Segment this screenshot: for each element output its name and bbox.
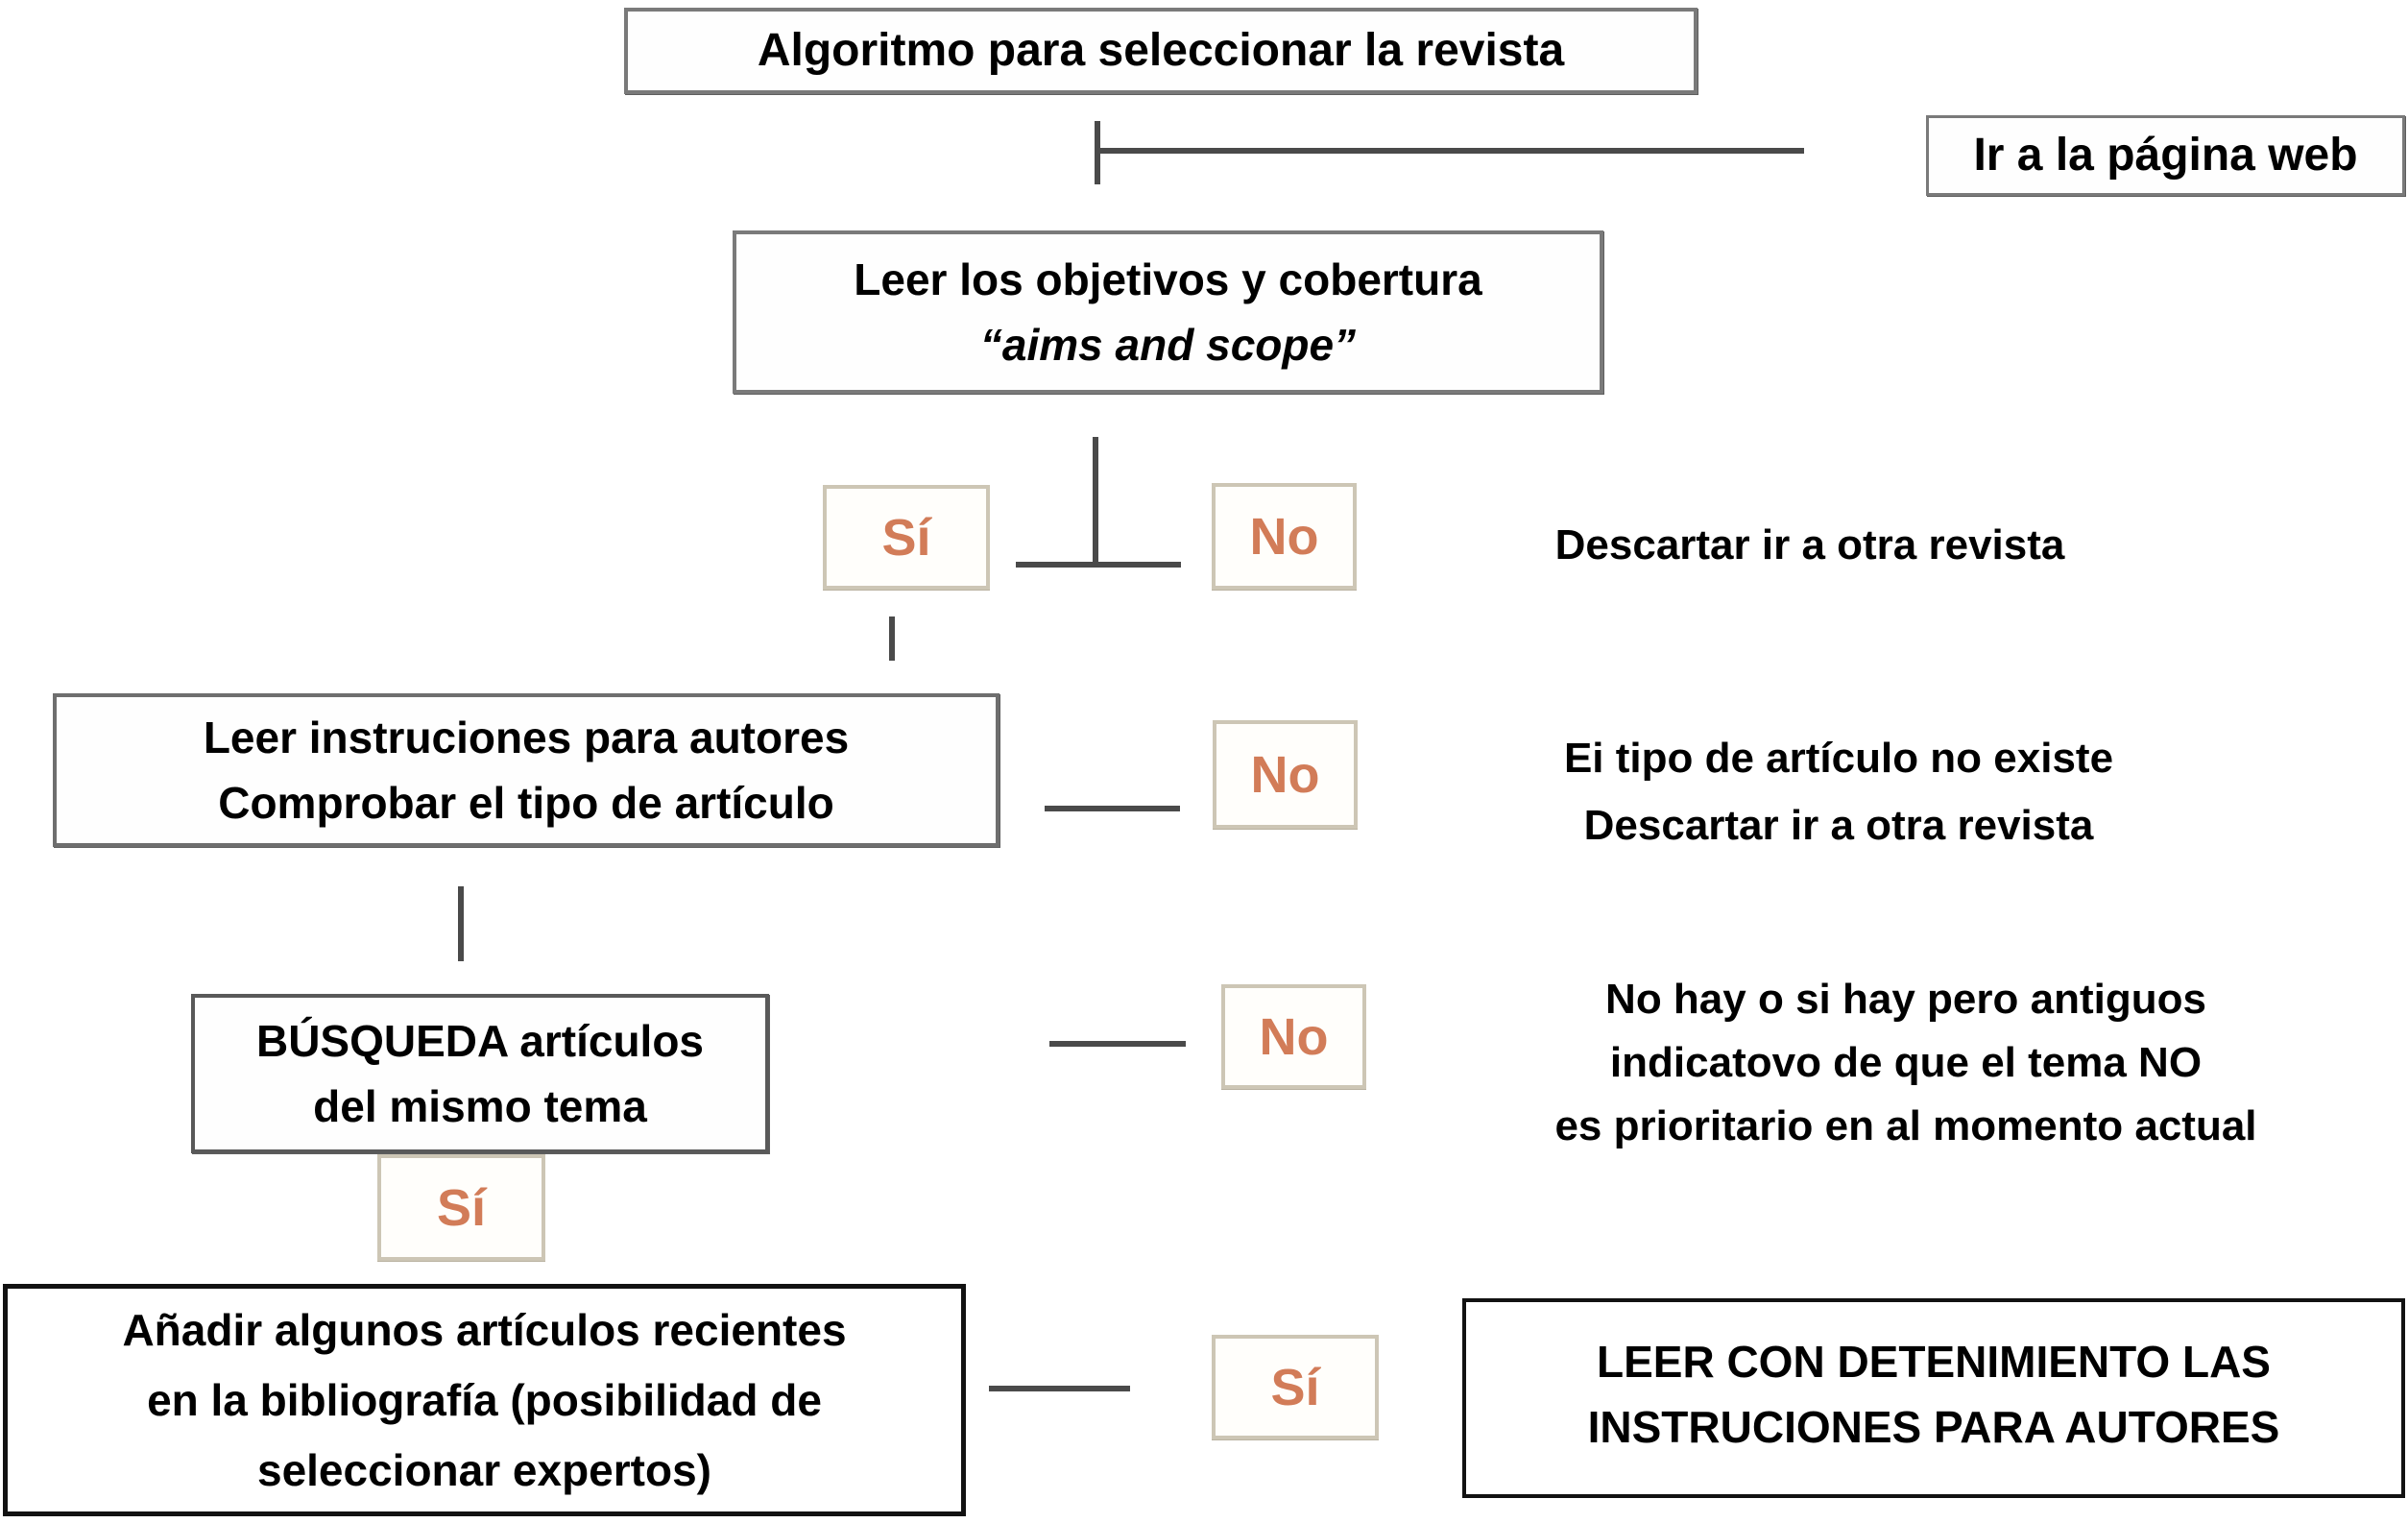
note-tipo-no-existe: Ei tipo de artículo no existe Descartar … — [1563, 735, 2114, 849]
node-instructions-line1: Leer instruciones para autores — [203, 713, 850, 762]
node-web-page: Ir a la página web — [1926, 115, 2405, 196]
node-start: Algoritmo para seleccionar la revista — [624, 8, 1698, 94]
node-busqueda: BÚSQUEDA artículos del mismo tema — [191, 994, 769, 1153]
node-anadir-line3: seleccionar expertos) — [256, 1444, 711, 1495]
connector-si1-instructions-line — [889, 616, 895, 661]
node-leer-detenimiento-line2: INSTRUCIONES PARA AUTORES — [1587, 1402, 2280, 1452]
note-descartar-revista: Descartar ir a otra revista — [1554, 521, 2065, 568]
decision-no-1-label: No — [1249, 507, 1319, 566]
connector-busqueda-no3-line — [1049, 1041, 1186, 1047]
node-aims-scope: Leer los objetivos y cobertura “aims and… — [733, 230, 1603, 394]
connector-aims-horizontal-line — [1016, 562, 1181, 568]
node-instructions-line2: Comprobar el tipo de artículo — [218, 778, 834, 828]
node-aims-scope-line2: “aims and scope” — [979, 320, 1357, 370]
decision-si-3: Sí — [1212, 1335, 1379, 1439]
decision-si-1: Sí — [823, 485, 990, 590]
connector-instructions-busqueda-line — [458, 886, 464, 961]
decision-no-3-label: No — [1259, 1007, 1329, 1066]
node-busqueda-line1: BÚSQUEDA artículos — [255, 1016, 705, 1066]
node-anadir-articulos: Añadir algunos artículos recientes en la… — [3, 1284, 966, 1516]
decision-no-2-label: No — [1250, 745, 1320, 804]
node-leer-detenimiento: LEER CON DETENIMIENTO LAS INSTRUCIONES P… — [1462, 1298, 2405, 1498]
decision-no-1: No — [1212, 483, 1357, 590]
connector-instructions-no2-line — [1045, 806, 1180, 811]
node-anadir-line1: Añadir algunos artículos recientes — [122, 1304, 847, 1355]
note-no-hay-antiguos: No hay o si hay pero antiguos indicatovo… — [1554, 976, 2257, 1149]
node-leer-detenimiento-line1: LEER CON DETENIMIENTO LAS — [1597, 1337, 2271, 1387]
node-busqueda-line2: del mismo tema — [313, 1081, 647, 1131]
node-aims-scope-line1: Leer los objetivos y cobertura — [854, 254, 1482, 304]
node-instructions: Leer instruciones para autores Comprobar… — [53, 693, 999, 847]
decision-si-3-label: Sí — [1270, 1358, 1320, 1416]
connector-aims-vertical-line — [1093, 437, 1098, 568]
decision-no-3: No — [1221, 984, 1366, 1089]
connector-anadir-si3-line — [989, 1386, 1130, 1391]
decision-si-2: Sí — [377, 1154, 545, 1261]
decision-si-2-label: Sí — [436, 1178, 487, 1237]
decision-no-2: No — [1213, 720, 1358, 829]
node-start-label: Algoritmo para seleccionar la revista — [757, 25, 1565, 76]
node-anadir-line2: en la bibliografía (posibilidad de — [147, 1374, 822, 1425]
node-web-page-label: Ir a la página web — [1973, 130, 2358, 181]
decision-si-1-label: Sí — [881, 508, 931, 567]
connector-start-web-line — [1097, 148, 1804, 154]
